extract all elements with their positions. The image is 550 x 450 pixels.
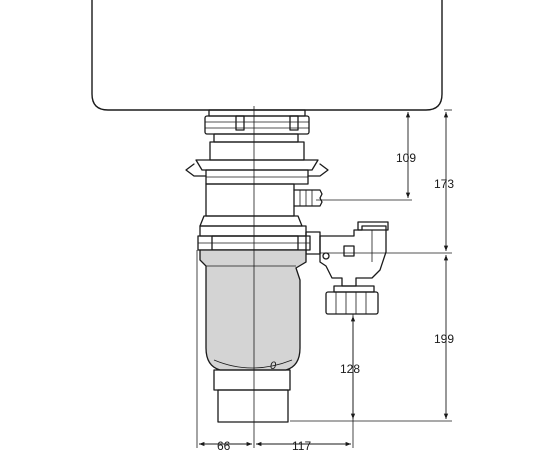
mounting-ring <box>185 141 329 185</box>
dimension-label-128: 128 <box>340 362 360 376</box>
dishwasher-inlet <box>205 183 323 217</box>
dimension-label-109: 109 <box>396 151 416 165</box>
base-cap <box>213 369 291 423</box>
rotation-indicator-mark: 0 <box>270 360 277 372</box>
motor-body <box>199 249 307 371</box>
sink-flange <box>204 109 310 143</box>
dimension-label-117: 117 <box>292 439 311 450</box>
dimension-label-173: 173 <box>434 177 454 191</box>
sink-bowl <box>91 0 443 111</box>
dimension-label-199: 199 <box>434 332 454 346</box>
discharge-elbow <box>319 221 389 315</box>
upper-body-collar <box>197 215 321 255</box>
dimension-label-66: 66 <box>217 439 231 450</box>
